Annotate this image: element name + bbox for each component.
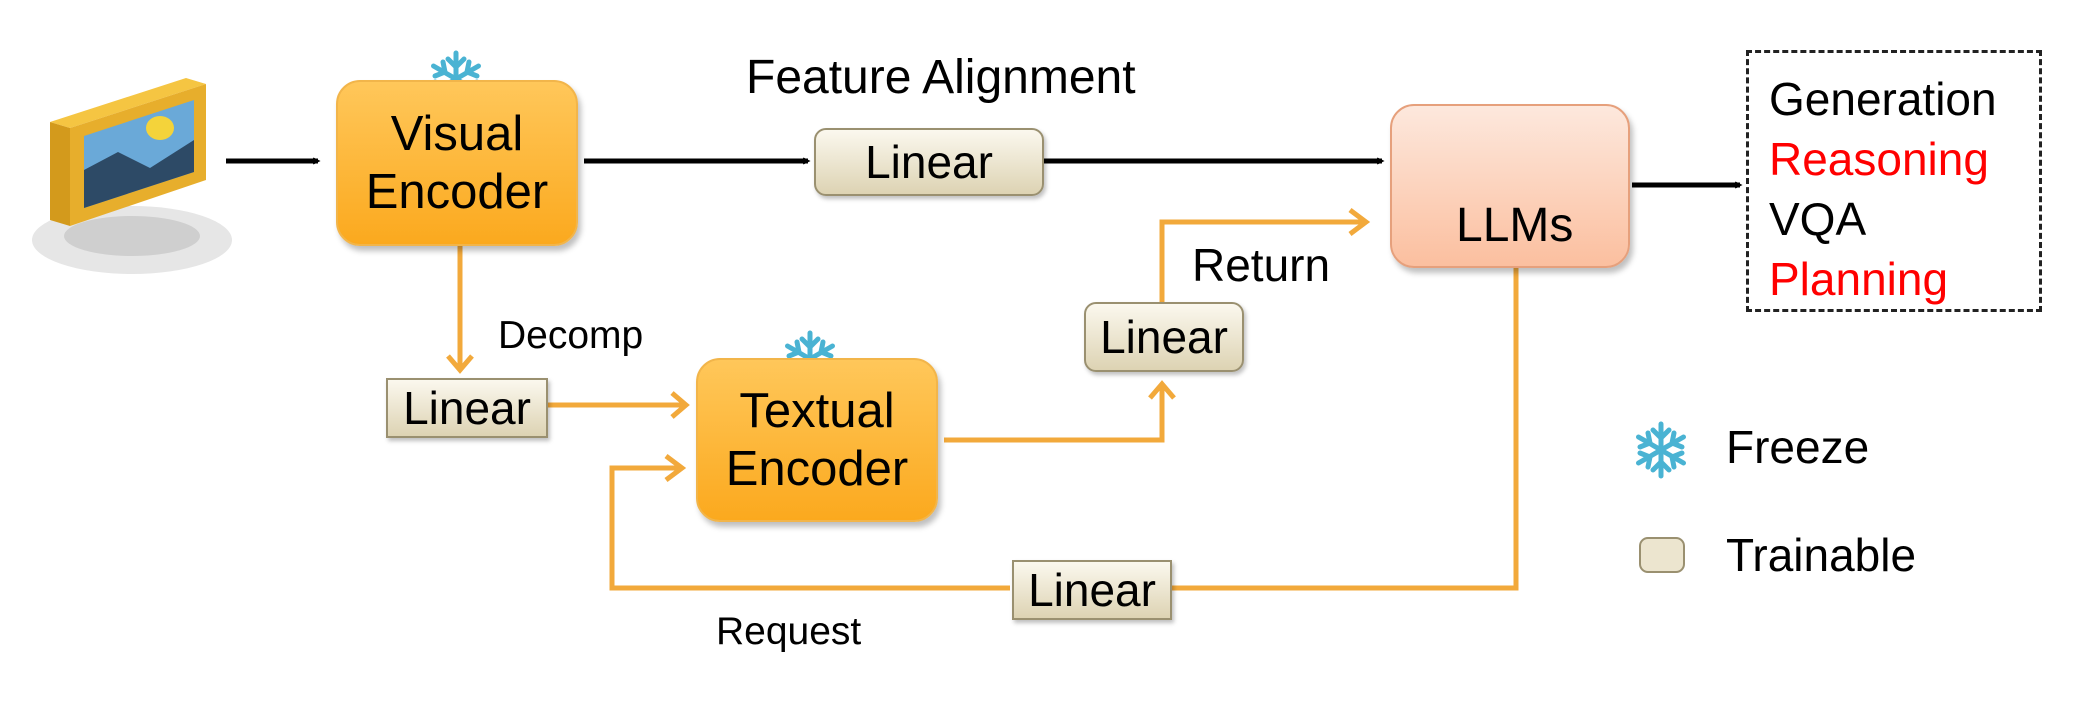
linear-decomp: Linear [386,378,548,438]
request-label: Request [716,610,862,653]
arrow-request-to-textual [609,465,1010,591]
linear-return: Linear [1084,302,1244,372]
textual-encoder: Textual Encoder [696,358,938,522]
linear-feature-alignment: Linear [814,128,1044,196]
llm-module [1390,104,1630,268]
llm-label: LLMs [1456,199,1574,252]
output-tasks-box: Generation Reasoning VQA Planning [1746,50,2042,312]
linear-request: Linear [1012,560,1172,620]
trainable-legend-swatch [1639,537,1685,573]
legend-freeze-label: Freeze [1726,421,1870,473]
arrow-linear-to-llm-return [1159,219,1362,302]
feature-alignment-title: Feature Alignment [746,51,1136,104]
framed-picture-icon [32,78,232,274]
arrow-textual-to-linear [944,386,1165,443]
output-generation: Generation [1769,73,1997,125]
output-vqa: VQA [1769,193,1867,245]
decomp-label: Decomp [498,314,644,357]
freeze-legend-icon [1639,424,1684,476]
output-planning: Planning [1769,253,1949,305]
visual-encoder: Visual Encoder [336,80,578,246]
output-reasoning: Reasoning [1769,133,1989,185]
return-label: Return [1192,239,1331,291]
arrow-llm-request-line [1170,264,1519,591]
legend-trainable-label: Trainable [1726,529,1917,581]
